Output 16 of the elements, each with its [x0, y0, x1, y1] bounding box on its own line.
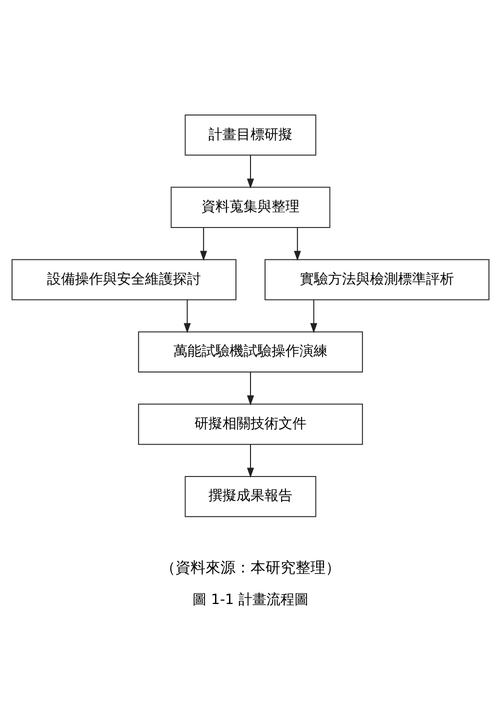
node-box: 設備操作與安全維護探討 [12, 258, 236, 300]
arrow [184, 299, 191, 333]
arrow [246, 154, 254, 188]
arrow [246, 372, 254, 405]
node-box: 撰擬成果報告 [184, 475, 316, 517]
caption: 圖 1-1 計畫流程圖 [192, 592, 308, 608]
node-box: 計畫目標研擬 [184, 114, 316, 156]
node-box: 實驗方法與檢測標準評析 [264, 258, 490, 300]
node-box: 資料蒐集與整理 [170, 186, 330, 228]
arrow [310, 299, 318, 333]
label: （資料來源：本研究整理） [160, 558, 340, 576]
arrow [246, 444, 254, 478]
node-box: 萬能試驗機試驗操作演練 [138, 330, 363, 372]
node-box: 研擬相關技術文件 [138, 403, 363, 444]
arrow [200, 227, 208, 260]
arrow [294, 227, 301, 260]
